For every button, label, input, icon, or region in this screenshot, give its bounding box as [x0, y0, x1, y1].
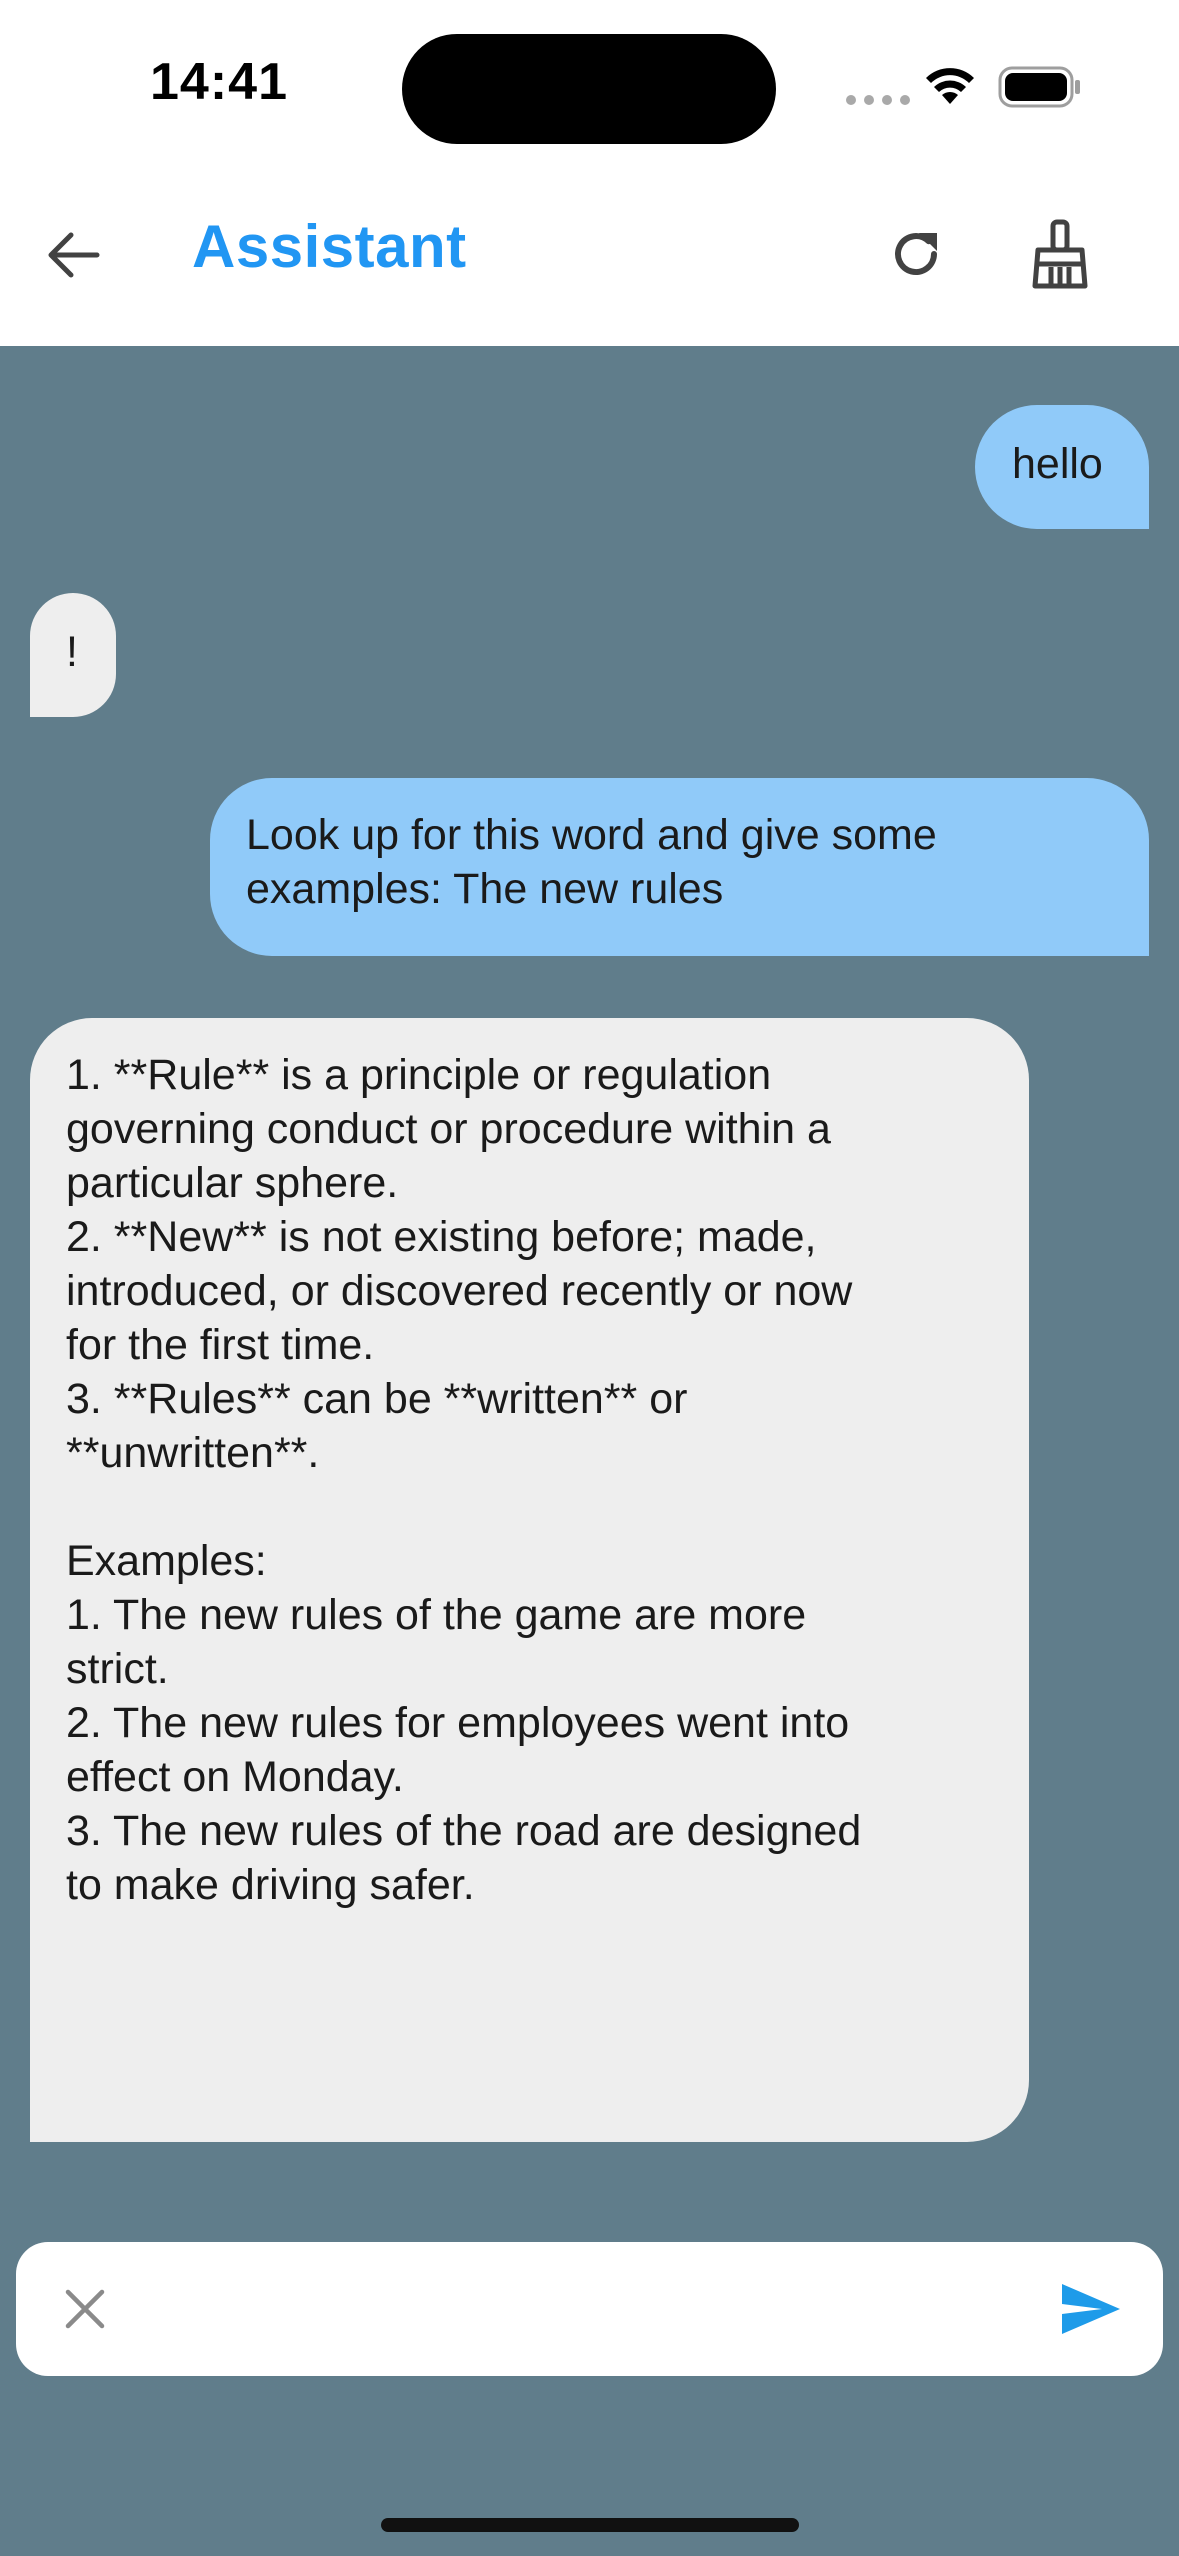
dynamic-island — [402, 34, 776, 144]
page-title: Assistant — [192, 213, 467, 280]
message-composer — [16, 2242, 1163, 2376]
user-message-bubble: Look up for this word and give some exam… — [210, 778, 1149, 956]
arrow-left-icon — [48, 232, 100, 278]
send-icon — [1062, 2284, 1120, 2334]
wifi-icon — [926, 68, 974, 104]
assistant-message-bubble: ! — [30, 593, 116, 717]
send-button[interactable] — [1056, 2278, 1126, 2340]
assistant-message-bubble: 1. **Rule** is a principle or regulation… — [30, 1018, 1029, 2142]
clear-chat-button[interactable] — [1018, 212, 1102, 296]
app-bar: Assistant — [0, 176, 1179, 346]
message-input[interactable] — [146, 2266, 1030, 2354]
chat-message-list[interactable]: hello ! Look up for this word and give s… — [0, 346, 1179, 2206]
close-icon — [65, 2289, 105, 2329]
back-button[interactable] — [36, 218, 110, 292]
cellular-signal-icon — [846, 95, 910, 105]
home-indicator[interactable] — [381, 2518, 799, 2532]
clear-input-button[interactable] — [60, 2284, 110, 2334]
status-bar: 14:41 — [0, 0, 1179, 176]
status-time: 14:41 — [150, 53, 288, 111]
refresh-icon — [895, 233, 938, 276]
refresh-button[interactable] — [876, 214, 956, 294]
broom-icon — [1032, 219, 1088, 289]
user-message-bubble: hello — [975, 405, 1149, 529]
battery-icon — [998, 66, 1080, 108]
